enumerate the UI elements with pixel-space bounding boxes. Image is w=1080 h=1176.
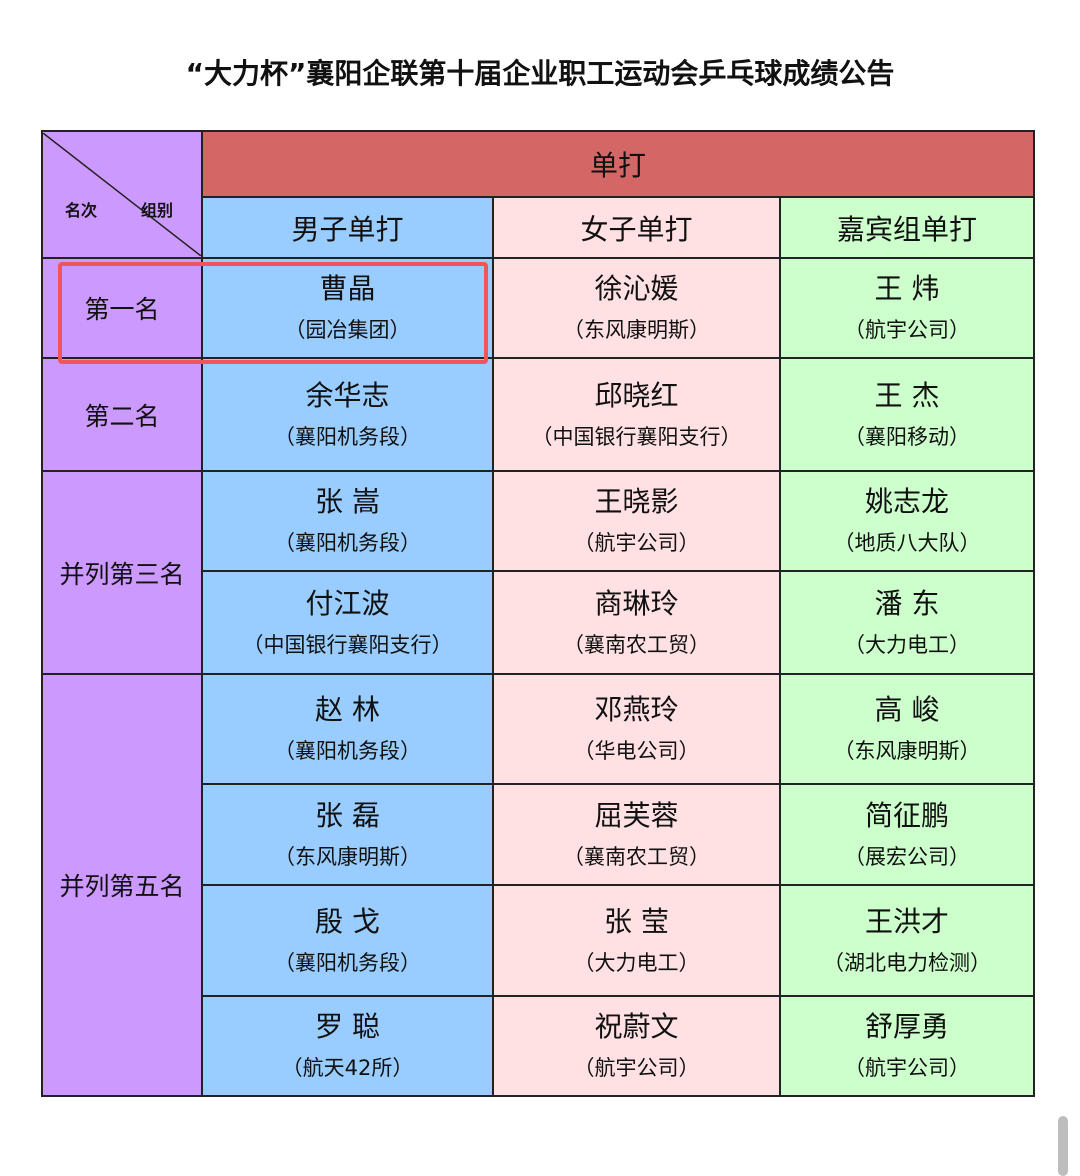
diagonal-line bbox=[43, 133, 201, 256]
player-name: 简征鹏 bbox=[864, 798, 949, 832]
player-name: 邱晓红 bbox=[594, 378, 679, 412]
player-name: 王 杰 bbox=[874, 378, 940, 412]
rank-axis-label: 名次 bbox=[65, 201, 98, 220]
results-table: 名次 组别 单打 男子单打 女子单打 嘉宾组单打 第一名 曹晶 （园冶集团） 徐沁… bbox=[41, 130, 1035, 1097]
result-cell-men: 付江波 （中国银行襄阳支行） bbox=[201, 570, 494, 675]
player-org: （襄阳机务段） bbox=[274, 950, 421, 975]
table-row: 第二名 余华志 （襄阳机务段） 邱晓红 （中国银行襄阳支行） 王 杰 （襄阳移动） bbox=[41, 357, 1035, 472]
column-header-guest: 嘉宾组单打 bbox=[779, 196, 1035, 259]
corner-header: 名次 组别 bbox=[41, 130, 203, 259]
player-name: 殷 戈 bbox=[315, 904, 380, 938]
result-cell-guest: 姚志龙 （地质八大队） bbox=[779, 470, 1035, 572]
result-cell-guest: 王 炜 （航宇公司） bbox=[779, 257, 1035, 359]
player-org: （襄南农工贸） bbox=[563, 844, 710, 869]
player-name: 祝蔚文 bbox=[594, 1010, 679, 1043]
player-org: （航宇公司） bbox=[844, 1056, 970, 1080]
player-name: 姚志龙 bbox=[864, 485, 949, 518]
player-org: （东风康明斯） bbox=[274, 844, 421, 869]
player-name: 舒厚勇 bbox=[864, 1010, 949, 1043]
header-row-columns: 男子单打 女子单打 嘉宾组单打 bbox=[42, 196, 1035, 259]
rank-label: 并列第三名 bbox=[41, 470, 203, 675]
player-name: 商琳玲 bbox=[594, 586, 679, 620]
player-org: （湖北电力检测） bbox=[823, 950, 991, 975]
player-org: （航天42所） bbox=[281, 1056, 414, 1080]
rank-label: 第二名 bbox=[41, 357, 203, 472]
player-name: 张 磊 bbox=[315, 798, 380, 832]
table-row: 张 磊 （东风康明斯） 屈芙蓉 （襄南农工贸） 简征鹏 （展宏公司） bbox=[42, 783, 1035, 886]
player-org: （东风康明斯） bbox=[833, 739, 981, 763]
player-org: （中国银行襄阳支行） bbox=[531, 424, 742, 449]
player-name: 余华志 bbox=[305, 378, 390, 412]
table-row: 第一名 曹晶 （园冶集团） 徐沁媛 （东风康明斯） 王 炜 （航宇公司） bbox=[41, 257, 1035, 359]
table-row: 殷 戈 （襄阳机务段） 张 莹 （大力电工） 王洪才 （湖北电力检测） bbox=[42, 884, 1035, 997]
result-cell-women: 祝蔚文 （航宇公司） bbox=[492, 995, 781, 1097]
player-name: 屈芙蓉 bbox=[594, 798, 679, 832]
result-cell-guest: 王 杰 （襄阳移动） bbox=[779, 357, 1035, 472]
player-name: 曹晶 bbox=[319, 272, 376, 305]
player-org: （园冶集团） bbox=[284, 318, 411, 342]
player-name: 邓燕玲 bbox=[594, 693, 679, 726]
player-name: 潘 东 bbox=[874, 586, 940, 620]
player-org: （华电公司） bbox=[573, 739, 700, 763]
player-name: 罗 聪 bbox=[315, 1010, 380, 1043]
player-org: （大力电工） bbox=[844, 632, 970, 657]
result-cell-women: 邱晓红 （中国银行襄阳支行） bbox=[492, 357, 781, 472]
player-org: （襄阳移动） bbox=[844, 424, 970, 449]
result-cell-men: 张 嵩 （襄阳机务段） bbox=[201, 470, 494, 572]
result-cell-guest: 潘 东 （大力电工） bbox=[779, 570, 1035, 675]
player-name: 张 莹 bbox=[604, 904, 669, 938]
player-name: 徐沁媛 bbox=[594, 272, 679, 305]
result-cell-men: 赵 林 （襄阳机务段） bbox=[201, 673, 494, 785]
player-org: （地质八大队） bbox=[833, 531, 981, 555]
player-org: （航宇公司） bbox=[844, 318, 970, 342]
table-row: 并列第五名 赵 林 （襄阳机务段） 邓燕玲 （华电公司） 高 峻 （东风康明斯） bbox=[41, 673, 1035, 1097]
rank-label: 第一名 bbox=[41, 257, 203, 359]
player-org: （中国银行襄阳支行） bbox=[242, 632, 453, 657]
result-cell-women: 屈芙蓉 （襄南农工贸） bbox=[492, 783, 781, 886]
result-cell-women: 王晓影 （航宇公司） bbox=[492, 470, 781, 572]
result-cell-men: 曹晶 （园冶集团） bbox=[201, 257, 494, 359]
page-title: “大力杯”襄阳企联第十届企业职工运动会乒乓球成绩公告 bbox=[185, 57, 895, 90]
result-cell-women: 商琳玲 （襄南农工贸） bbox=[492, 570, 781, 675]
player-org: （展宏公司） bbox=[844, 844, 970, 869]
player-org: （襄阳机务段） bbox=[274, 531, 421, 555]
player-name: 付江波 bbox=[305, 586, 390, 620]
player-name: 赵 林 bbox=[315, 693, 380, 726]
player-org: （襄阳机务段） bbox=[274, 739, 421, 763]
result-cell-women: 张 莹 （大力电工） bbox=[492, 884, 781, 997]
result-cell-men: 罗 聪 （航天42所） bbox=[201, 995, 494, 1097]
result-cell-women: 邓燕玲 （华电公司） bbox=[492, 673, 781, 785]
player-org: （襄南农工贸） bbox=[563, 632, 710, 657]
result-cell-guest: 高 峻 （东风康明斯） bbox=[779, 673, 1035, 785]
rank-label: 并列第五名 bbox=[41, 673, 203, 1097]
table-row: 付江波 （中国银行襄阳支行） 商琳玲 （襄南农工贸） 潘 东 （大力电工） bbox=[42, 570, 1035, 675]
player-org: （航宇公司） bbox=[573, 531, 700, 555]
player-name: 王晓影 bbox=[594, 485, 679, 518]
table-row: 罗 聪 （航天42所） 祝蔚文 （航宇公司） 舒厚勇 （航宇公司） bbox=[42, 995, 1035, 1097]
player-name: 张 嵩 bbox=[315, 485, 380, 518]
result-cell-guest: 王洪才 （湖北电力检测） bbox=[779, 884, 1035, 997]
result-cell-guest: 舒厚勇 （航宇公司） bbox=[779, 995, 1035, 1097]
player-name: 王洪才 bbox=[864, 904, 949, 938]
result-cell-women: 徐沁媛 （东风康明斯） bbox=[492, 257, 781, 359]
player-org: （航宇公司） bbox=[573, 1056, 700, 1080]
result-cell-men: 张 磊 （东风康明斯） bbox=[201, 783, 494, 886]
player-org: （襄阳机务段） bbox=[274, 424, 421, 449]
column-header-men: 男子单打 bbox=[201, 196, 494, 259]
vertical-scrollbar[interactable] bbox=[1058, 1116, 1068, 1176]
result-cell-men: 余华志 （襄阳机务段） bbox=[201, 357, 494, 472]
player-org: （大力电工） bbox=[573, 950, 700, 975]
result-cell-guest: 简征鹏 （展宏公司） bbox=[779, 783, 1035, 886]
header-row-top: 名次 组别 单打 bbox=[41, 130, 1035, 259]
player-org: （东风康明斯） bbox=[563, 318, 710, 342]
singles-header: 单打 bbox=[201, 130, 1035, 198]
player-name: 高 峻 bbox=[874, 693, 940, 726]
column-header-women: 女子单打 bbox=[492, 196, 781, 259]
result-cell-men: 殷 戈 （襄阳机务段） bbox=[201, 884, 494, 997]
player-name: 王 炜 bbox=[874, 272, 940, 305]
table-row: 并列第三名 张 嵩 （襄阳机务段） 王晓影 （航宇公司） 姚志龙 （地质八大队） bbox=[41, 470, 1035, 675]
group-axis-label: 组别 bbox=[141, 201, 174, 220]
